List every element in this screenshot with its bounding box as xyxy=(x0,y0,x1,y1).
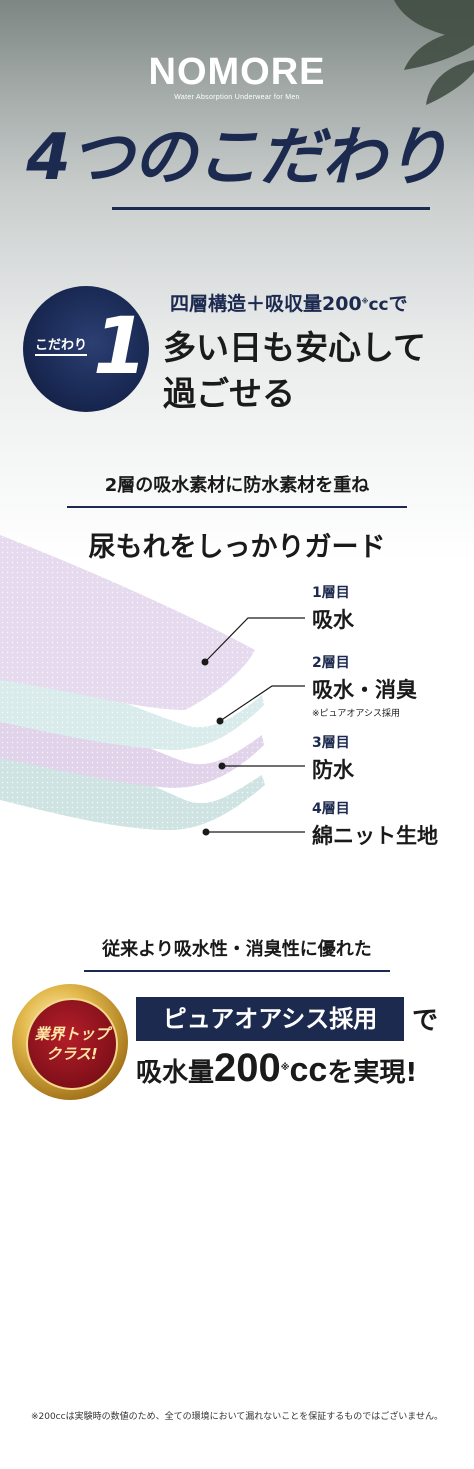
layers-rule xyxy=(67,506,407,508)
layer-3-label: 3層目 防水 xyxy=(312,732,354,784)
feature-headline-line2: 過ごせる xyxy=(163,374,295,413)
leader-line-2 xyxy=(219,685,305,722)
layer-2-note: ※ピュアオアシス採用 xyxy=(312,709,401,719)
layers-title: 尿もれをしっかりガード xyxy=(88,532,386,563)
absorb-rule xyxy=(84,970,390,972)
pure-oasis-label: ピュアオアシス採用 xyxy=(136,997,404,1041)
layer-illustration xyxy=(0,535,305,836)
medal-center: 業界トップ クラス! xyxy=(26,998,118,1090)
absorb-claim-mark: ※ xyxy=(280,1063,290,1073)
layer-1-num: 1層目 xyxy=(312,585,350,601)
feature-subtitle-text: 四層構造＋吸収量200 xyxy=(170,293,362,315)
page-title: 4つのこだわり xyxy=(26,121,449,195)
feature-headline-line1: 多い日も安心して xyxy=(163,328,427,367)
feature-subtitle-mark: ※ xyxy=(361,297,369,306)
feature-headline: 多い日も安心して 過ごせる xyxy=(163,325,426,417)
absorb-claim-suffix: を実現! xyxy=(327,1058,418,1088)
pure-oasis-suffix: で xyxy=(412,1006,439,1036)
absorb-claim-prefix: 吸水量 xyxy=(136,1058,215,1088)
leader-line-1 xyxy=(204,617,305,663)
layer-1-name: 吸水 xyxy=(312,608,354,632)
layer-4-name: 綿ニット生地 xyxy=(312,824,438,848)
logo-tagline: Water Absorption Underwear for Men xyxy=(174,94,300,101)
footnote: ※200ccは実験時の数値のため、全ての環境において漏れないことを保証するもので… xyxy=(30,1412,444,1422)
hero-background xyxy=(0,0,474,560)
leader-dot-2 xyxy=(216,717,224,725)
feature-subtitle: 四層構造＋吸収量200※ccで xyxy=(170,289,408,316)
leader-dot-3 xyxy=(218,762,226,770)
medal-line-1: 業界トップ xyxy=(34,1025,110,1043)
feature-subtitle-unit-text: cc xyxy=(368,295,389,315)
feature-subtitle-suffix: で xyxy=(388,293,408,315)
absorb-claim-value: 200 xyxy=(214,1046,281,1090)
medal-text: 業界トップ クラス! xyxy=(28,1024,116,1064)
layer-2-name: 吸水・消臭 xyxy=(312,678,417,702)
absorb-subtitle: 従来より吸水性・消臭性に優れた xyxy=(102,939,372,960)
layer-3-num: 3層目 xyxy=(312,735,350,751)
badge-divider xyxy=(35,354,87,356)
layer-2-num: 2層目 xyxy=(312,655,350,671)
layer-1-label: 1層目 吸水 xyxy=(312,582,354,634)
brand-logo: NOMORE Water Absorption Underwear for Me… xyxy=(0,52,474,101)
leader-dot-4 xyxy=(202,828,210,836)
layer-3-name: 防水 xyxy=(312,758,354,782)
layers-subtitle: 2層の吸水素材に防水素材を重ね xyxy=(104,475,370,496)
leaves-decoration xyxy=(334,0,474,130)
leader-dot-1 xyxy=(201,658,209,666)
logo-wordmark: NOMORE xyxy=(148,51,326,93)
layer-4-num: 4層目 xyxy=(312,801,350,817)
top-class-medal-icon: 業界トップ クラス! xyxy=(12,984,128,1100)
layer-4-label: 4層目 綿ニット生地 xyxy=(312,798,438,850)
kodawari-badge: こだわり 1 xyxy=(23,286,149,412)
absorb-claim-unit: cc xyxy=(289,1051,328,1089)
absorb-claim: 吸水量200※ccを実現! xyxy=(136,1045,417,1096)
badge-number: 1 xyxy=(93,302,148,392)
layer-2-label: 2層目 吸水・消臭 ※ピュアオアシス採用 xyxy=(312,652,417,719)
title-underline xyxy=(112,207,430,210)
feature-subtitle-unit: ※cc xyxy=(362,295,389,315)
medal-line-2: クラス! xyxy=(46,1045,98,1063)
badge-label: こだわり xyxy=(35,338,88,353)
